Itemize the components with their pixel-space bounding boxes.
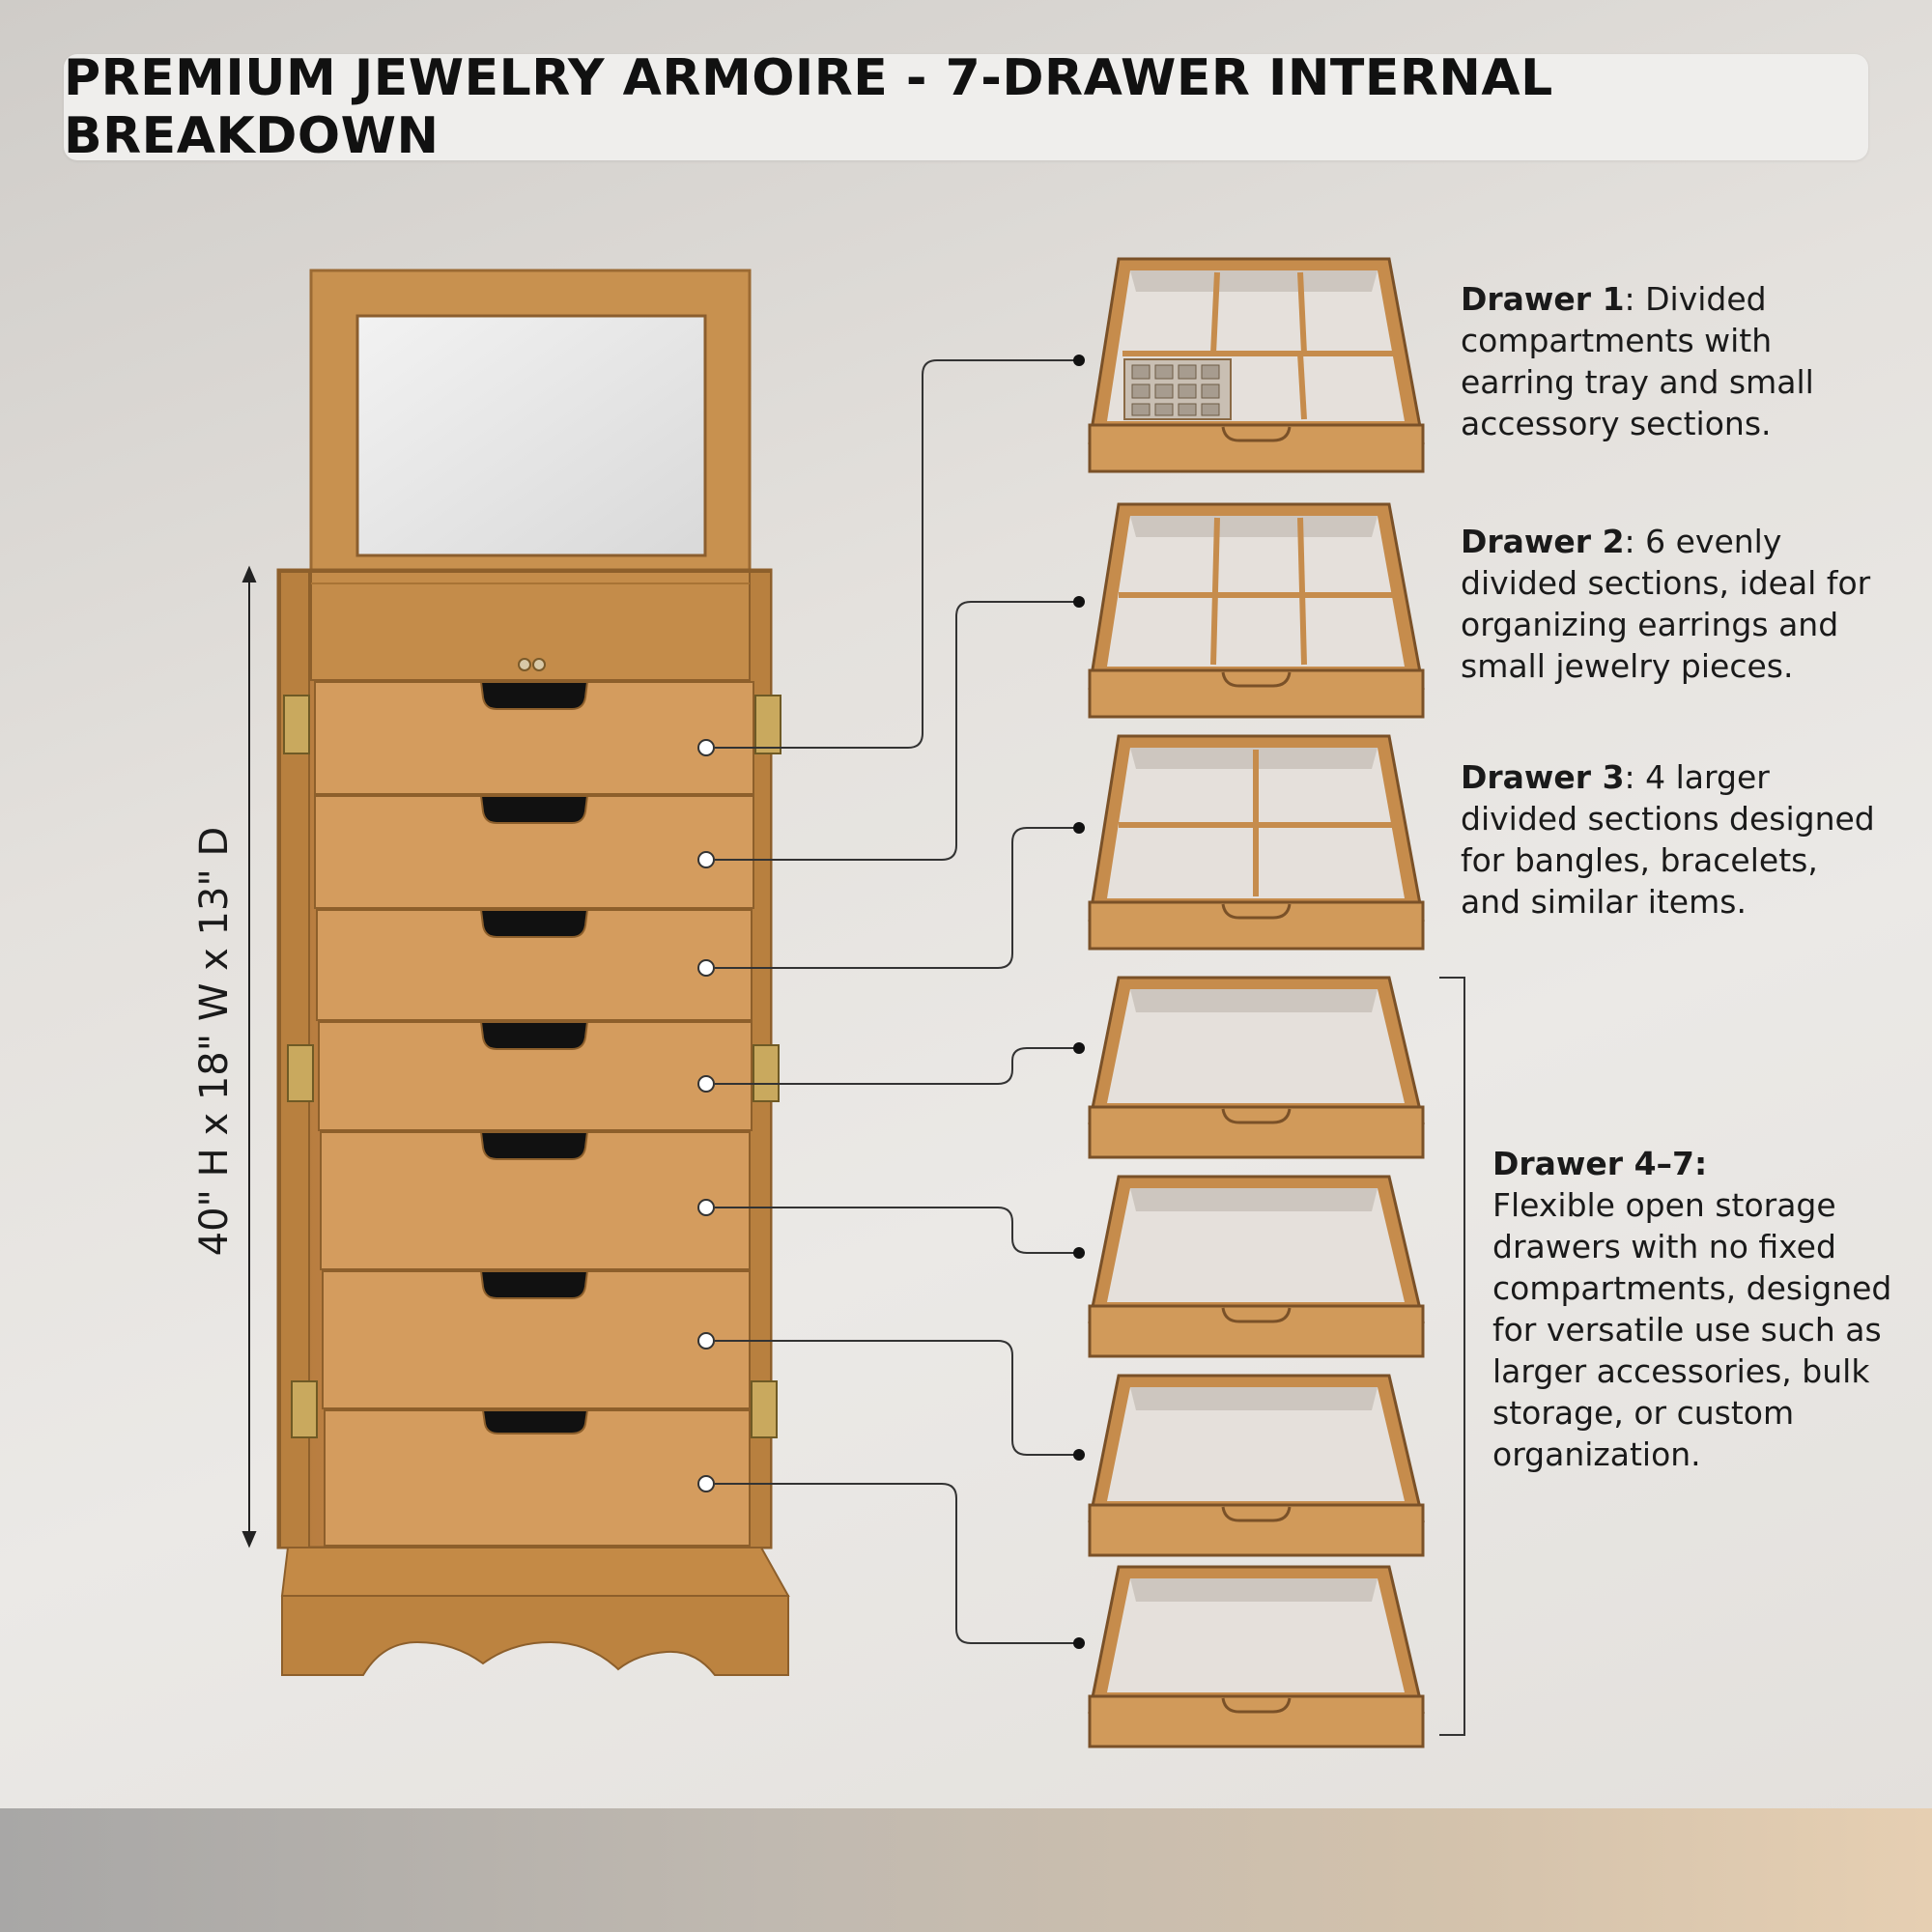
drawer-handle [479, 1131, 589, 1160]
drawer-1-illustration [1088, 257, 1425, 473]
drawer-handle [479, 681, 589, 710]
leader-line-7 [715, 1483, 1078, 1644]
leader-line-4 [715, 1047, 1078, 1085]
floor-background [0, 1808, 1932, 1932]
hinge [283, 695, 310, 754]
hinge [753, 1044, 780, 1102]
title-banner: PREMIUM JEWELRY ARMOIRE - 7-DRAWER INTER… [64, 49, 1868, 165]
callout-dot [697, 851, 715, 868]
callout-dot [697, 1075, 715, 1093]
mirror-lid [309, 269, 752, 574]
leader-end-dots [1073, 355, 1085, 1649]
drawer-3-text: : 4 larger divided sections designed for… [1461, 758, 1875, 921]
dimensions-label: 40" H x 18" W x 13" D [192, 826, 237, 1257]
leader-line-3 [715, 827, 1078, 969]
lock-knob [518, 658, 531, 671]
drawer-1-text: : Divided compartments with earring tray… [1461, 280, 1814, 442]
callout-dot [697, 1475, 715, 1492]
callout-dot [697, 1199, 715, 1216]
hinge [287, 1044, 314, 1102]
drawers-4-7-title: Drawer 4–7 [1492, 1145, 1694, 1182]
page-title: PREMIUM JEWELRY ARMOIRE - 7-DRAWER INTER… [64, 49, 1553, 165]
cabinet-base [280, 1547, 790, 1676]
drawer-4-illustration [1088, 976, 1425, 1159]
drawer-3-title: Drawer 3 [1461, 758, 1625, 796]
drawers-4-7-text: Flexible open storage drawers with no fi… [1492, 1186, 1892, 1473]
drawer-handle [481, 1409, 589, 1435]
group-bracket [1439, 977, 1465, 1736]
drawer-handle [479, 1021, 589, 1050]
drawer-1-title: Drawer 1 [1461, 280, 1625, 318]
drawer-1-description: Drawer 1: Divided compartments with earr… [1461, 278, 1886, 444]
drawer-handle [479, 909, 589, 938]
drawer-2-title: Drawer 2 [1461, 523, 1625, 560]
drawer-handle [479, 795, 589, 824]
callout-dot [697, 739, 715, 756]
callout-dot [697, 959, 715, 977]
drawer-2-illustration [1088, 502, 1425, 719]
hinges [283, 695, 781, 1438]
leader-line-5 [715, 1207, 1078, 1254]
hinge [291, 1380, 318, 1438]
drawer-5-illustration [1088, 1175, 1425, 1358]
drawer-6-illustration [1088, 1374, 1425, 1557]
drawer-fronts [314, 681, 754, 1547]
leader-lines [715, 359, 1078, 1644]
callout-dot [697, 1332, 715, 1350]
drawer-2-description: Drawer 2: 6 evenly divided sections, ide… [1461, 521, 1905, 687]
hinge [754, 695, 781, 754]
height-dimension-arrow [242, 565, 257, 1548]
drawer-2-text: : 6 evenly divided sections, ideal for o… [1461, 523, 1871, 685]
drawer-3-description: Drawer 3: 4 larger divided sections desi… [1461, 756, 1886, 923]
hinge [751, 1380, 778, 1438]
leader-line-1 [715, 359, 1078, 749]
lock-knob [532, 658, 546, 671]
mirror [355, 314, 707, 557]
drawer-handle [479, 1270, 589, 1299]
drawer-7-illustration [1088, 1565, 1425, 1748]
drawer-3-illustration [1088, 734, 1425, 951]
callout-dots [697, 739, 715, 1492]
leader-line-2 [715, 601, 1078, 861]
leader-line-6 [715, 1340, 1078, 1456]
drawers-4-7-description: Drawer 4–7:Flexible open storage drawers… [1492, 1145, 1892, 1473]
